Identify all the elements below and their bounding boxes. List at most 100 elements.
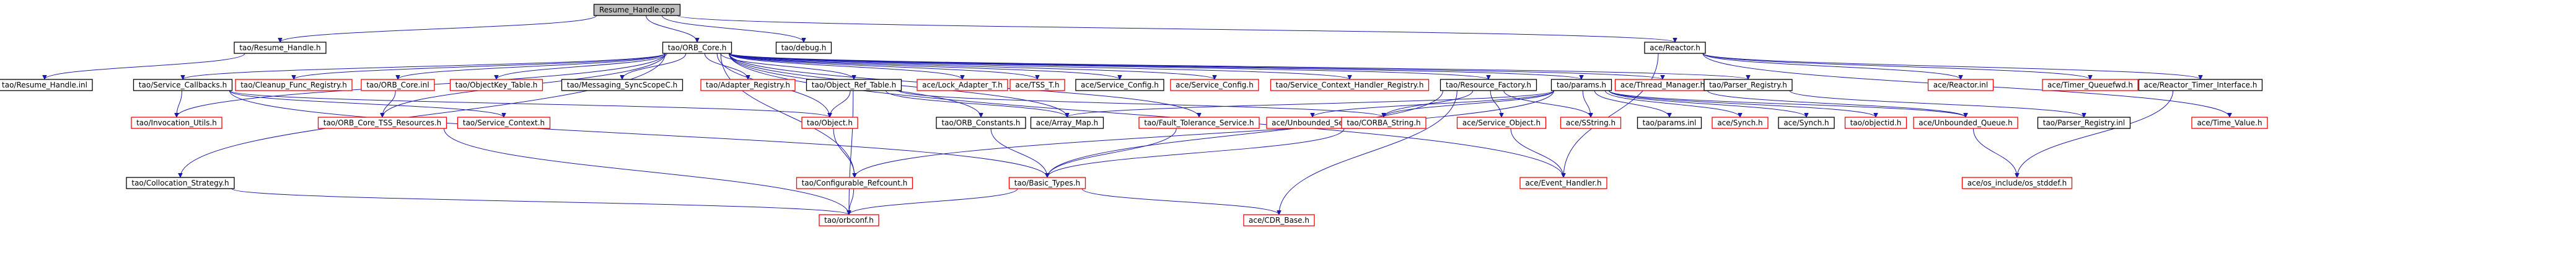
node-tao-fault-tolerance-service-h[interactable]: tao/Fault_Tolerance_Service.h <box>1138 117 1260 129</box>
node-label: tao/Service_Context_Handler_Registry.h <box>1276 81 1424 89</box>
node-box <box>1456 117 1547 129</box>
edge-tao-basic-types-h-to-tao-orbconf-h <box>849 188 1018 215</box>
node-tao-resource-factory-h[interactable]: tao/Resource_Factory.h <box>1440 79 1537 91</box>
node-tao-messaging-syncscopec-h[interactable]: tao/Messaging_SyncScopeC.h <box>561 79 684 91</box>
edge-tao-fault-tolerance-service-h-to-tao-basic-types-h <box>1047 128 1177 178</box>
node-label: ace/Timer_Queuefwd.h <box>2047 81 2133 89</box>
node-ace-reactor-timer-interface-h[interactable]: ace/Reactor_Timer_Interface.h <box>2138 79 2263 91</box>
node-tao-params-inl[interactable]: tao/params.inl <box>1637 117 1702 129</box>
edge-tao-params-h-to-tao-corba-string-h <box>1384 90 1554 118</box>
node-ace-reactor-inl[interactable]: ace/Reactor.inl <box>1927 79 1994 91</box>
node-tao-orb-core-tss-resources-h[interactable]: tao/ORB_Core_TSS_Resources.h <box>317 117 447 129</box>
edge-tao-orb-core-h-to-tao-objectkey-table-h <box>496 53 667 80</box>
node-ace-os-include-os-stddef-h[interactable]: ace/os_include/os_stddef.h <box>1961 177 2073 189</box>
node-tao-orb-core-inl[interactable]: tao/ORB_Core.inl <box>361 79 435 91</box>
node-box <box>2191 117 2268 129</box>
node-tao-objectkey-table-h[interactable]: tao/ObjectKey_Table.h <box>449 79 543 91</box>
edge-tao-params-h-to-tao-params-inl <box>1594 90 1669 118</box>
node-box <box>1637 117 1702 129</box>
node-ace-synch-h-red[interactable]: ace/Synch.h <box>1712 117 1769 129</box>
edge-tao-orb-core-h-to-ace-event-handler-h <box>729 53 1564 177</box>
node-ace-service-object-h[interactable]: ace/Service_Object.h <box>1456 117 1547 129</box>
node-box <box>561 79 684 91</box>
node-tao-parser-registry-inl[interactable]: tao/Parser_Registry.inl <box>2037 117 2131 129</box>
node-tao-debug-h[interactable]: tao/debug.h <box>775 42 832 54</box>
node-box <box>1030 117 1104 129</box>
node-tao-resume-handle-inl[interactable]: tao/Resume_Handle.inl <box>0 79 93 91</box>
node-ace-unbounded-queue-h[interactable]: ace/Unbounded_Queue.h <box>1913 117 2018 129</box>
edge-tao-object-ref-table-h-to-tao-corba-string-h <box>899 90 1384 118</box>
edge-tao-params-h-to-ace-array-map-h <box>1067 90 1554 118</box>
node-tao-service-callbacks-h[interactable]: tao/Service_Callbacks.h <box>133 79 233 91</box>
edge-tao-collocation-strategy-h-to-tao-orbconf-h <box>231 188 849 215</box>
node-ace-time-value-h[interactable]: ace/Time_Value.h <box>2191 117 2268 129</box>
node-tao-resume-handle-h[interactable]: tao/Resume_Handle.h <box>234 42 327 54</box>
node-tao-orbconf-h[interactable]: tao/orbconf.h <box>819 214 879 226</box>
edge-tao-params-h-to-ace-unbounded-set-h <box>1312 90 1554 118</box>
node-tao-object-ref-table-h[interactable]: tao/Object_Ref_Table.h <box>806 79 902 91</box>
node-box <box>1961 177 2073 189</box>
node-label: tao/ORB_Core.h <box>668 43 727 52</box>
node-box <box>801 117 858 129</box>
node-label: tao/CORBA_String.h <box>1347 119 1420 127</box>
node-ace-thread-manager-h[interactable]: ace/Thread_Manager.h <box>1614 79 1711 91</box>
edge-tao-params-h-to-ace-synch-h <box>1609 90 1807 118</box>
node-ace-service-config-h-plain[interactable]: ace/Service_Config.h <box>1075 79 1164 91</box>
edge-tao-orb-core-h-to-tao-service-callbacks-h <box>183 53 666 80</box>
node-tao-adapter-registry-h[interactable]: tao/Adapter_Registry.h <box>700 79 796 91</box>
node-ace-lock-adapter-t-h[interactable]: ace/Lock_Adapter_T.h <box>917 79 1008 91</box>
node-label: tao/Configurable_Refcount.h <box>802 179 908 187</box>
node-tao-collocation-strategy-h[interactable]: tao/Collocation_Strategy.h <box>126 177 235 189</box>
edge-tao-service-callbacks-h-to-tao-service-context-h <box>229 90 504 118</box>
edge-tao-object-ref-table-h-to-ace-array-map-h <box>886 90 1067 118</box>
node-label: ace/Time_Value.h <box>2197 119 2262 127</box>
node-tao-orb-constants-h[interactable]: tao/ORB_Constants.h <box>936 117 1026 129</box>
node-label: tao/debug.h <box>781 43 827 52</box>
node-ace-array-map-h[interactable]: ace/Array_Map.h <box>1030 117 1104 129</box>
node-ace-unbounded-set-h[interactable]: ace/Unbounded_Set.h <box>1266 117 1359 129</box>
node-label: tao/Basic_Types.h <box>1014 179 1080 187</box>
node-resume-handle-cpp[interactable]: Resume_Handle.cpp <box>593 4 681 16</box>
edge-tao-orb-core-h-to-tao-configurable-refcount-h <box>720 53 855 177</box>
node-label: Resume_Handle.cpp <box>599 6 675 14</box>
node-tao-orb-core-h[interactable]: tao/ORB_Core.h <box>662 42 732 54</box>
node-ace-event-handler-h[interactable]: ace/Event_Handler.h <box>1519 177 1607 189</box>
node-box <box>2138 79 2263 91</box>
edge-tao-orb-core-h-to-ace-service-config-h <box>729 53 1215 80</box>
node-ace-cdr-base-h[interactable]: ace/CDR_Base.h <box>1243 214 1315 226</box>
node-ace-reactor-h[interactable]: ace/Reactor.h <box>1644 42 1706 54</box>
node-tao-basic-types-h[interactable]: tao/Basic_Types.h <box>1008 177 1086 189</box>
node-ace-tss-t-h[interactable]: ace/TSS_T.h <box>1009 79 1065 91</box>
node-box <box>1075 79 1164 91</box>
node-tao-parser-registry-h[interactable]: tao/Parser_Registry.h <box>1703 79 1793 91</box>
node-box <box>0 79 93 91</box>
node-tao-invocation-utils-h[interactable]: tao/Invocation_Utils.h <box>131 117 222 129</box>
node-label: tao/Object.h <box>807 119 853 127</box>
node-tao-objectid-h[interactable]: tao/objectid.h <box>1844 117 1907 129</box>
edge-tao-orb-core-h-to-tao-orb-core-inl <box>398 53 666 80</box>
edge-tao-orb-core-h-to-tao-messaging-syncscopec-h <box>622 53 687 80</box>
node-label: tao/params.inl <box>1643 119 1697 127</box>
node-tao-configurable-refcount-h[interactable]: tao/Configurable_Refcount.h <box>796 177 913 189</box>
node-box <box>126 177 235 189</box>
node-tao-cleanup-func-registry-h[interactable]: tao/Cleanup_Func_Registry.h <box>235 79 353 91</box>
node-label: tao/Invocation_Utils.h <box>136 119 217 127</box>
node-label: ace/Array_Map.h <box>1036 119 1098 127</box>
node-tao-service-context-h[interactable]: tao/Service_Context.h <box>457 117 551 129</box>
node-tao-object-h[interactable]: tao/Object.h <box>801 117 858 129</box>
node-ace-synch-h[interactable]: ace/Synch.h <box>1778 117 1835 129</box>
node-ace-timer-queuefwd-h[interactable]: ace/Timer_Queuefwd.h <box>2042 79 2139 91</box>
node-box <box>234 42 327 54</box>
node-ace-service-config-h[interactable]: ace/Service_Config.h <box>1170 79 1259 91</box>
node-box <box>361 79 435 91</box>
node-tao-params-h[interactable]: tao/params.h <box>1550 79 1612 91</box>
node-label: ace/os_include/os_stddef.h <box>1967 179 2067 187</box>
node-tao-service-context-handler-registry-h[interactable]: tao/Service_Context_Handler_Registry.h <box>1270 79 1430 91</box>
node-tao-corba-string-h[interactable]: tao/CORBA_String.h <box>1341 117 1426 129</box>
edge-tao-orb-core-h-to-ace-tss-t-h <box>729 53 1038 80</box>
edge-tao-params-h-to-ace-sstring-h <box>1582 90 1591 117</box>
edge-tao-params-h-to-tao-objectid-h <box>1609 90 1876 118</box>
node-ace-sstring-h[interactable]: ace/SString.h <box>1560 117 1622 129</box>
edge-tao-orb-core-h-to-tao-params-h <box>729 53 1582 80</box>
edge-ace-reactor-h-to-ace-reactor-inl <box>1702 53 1961 80</box>
